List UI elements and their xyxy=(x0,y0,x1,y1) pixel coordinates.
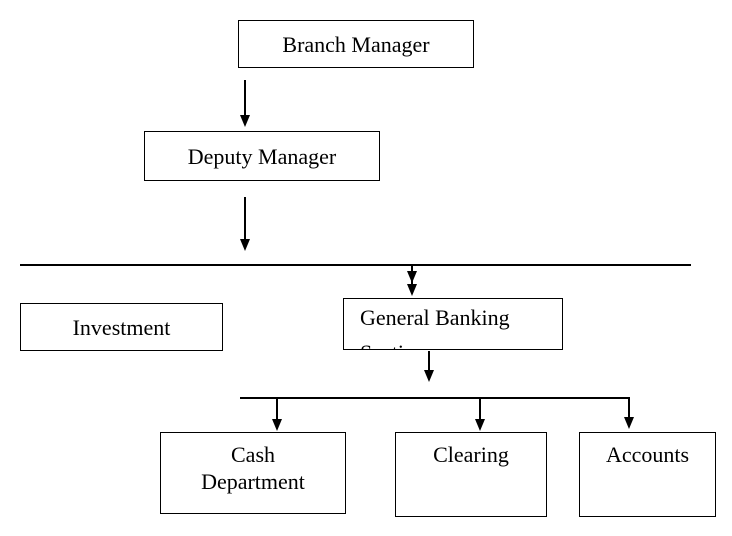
connector-line xyxy=(240,397,630,399)
arrow-branch-to-deputy-head-icon xyxy=(240,115,250,127)
deputy-manager-box: Deputy Manager xyxy=(144,131,380,181)
arrow-connector-to-accounts-head-icon xyxy=(624,417,634,429)
investment-box: Investment xyxy=(20,303,223,351)
arrow-deputy-to-divider-head-icon xyxy=(240,239,250,251)
arrow-divider-to-general-banking-head1-icon xyxy=(407,271,417,283)
general-banking-box: General Banking Section xyxy=(343,298,563,350)
arrow-connector-to-accounts-stem xyxy=(628,398,630,418)
arrow-connector-to-clearing-stem xyxy=(479,398,481,420)
arrow-connector-to-cash-stem xyxy=(276,398,278,420)
cash-department-label-line1: Cash xyxy=(231,442,275,467)
divider-line xyxy=(20,264,691,266)
branch-manager-box: Branch Manager xyxy=(238,20,474,68)
investment-label: Investment xyxy=(72,314,171,340)
cash-department-label-line2: Department xyxy=(201,469,305,494)
arrow-general-banking-to-connector-stem xyxy=(428,351,430,371)
arrow-connector-to-clearing-head-icon xyxy=(475,419,485,431)
accounts-box: Accounts xyxy=(579,432,716,517)
cash-department-box: Cash Department xyxy=(160,432,346,514)
clearing-box: Clearing xyxy=(395,432,547,517)
deputy-manager-label: Deputy Manager xyxy=(187,143,337,169)
general-banking-label-clipped: Section xyxy=(360,339,426,349)
arrow-deputy-to-divider-stem xyxy=(244,197,246,239)
clearing-label: Clearing xyxy=(433,442,509,467)
arrow-branch-to-deputy-stem xyxy=(244,80,246,116)
arrow-connector-to-cash-head-icon xyxy=(272,419,282,431)
general-banking-label: General Banking xyxy=(360,305,510,330)
accounts-label: Accounts xyxy=(605,442,690,467)
arrow-general-banking-to-connector-head-icon xyxy=(424,370,434,382)
arrow-divider-to-general-banking-head2-icon xyxy=(407,284,417,296)
branch-manager-label: Branch Manager xyxy=(282,31,430,57)
